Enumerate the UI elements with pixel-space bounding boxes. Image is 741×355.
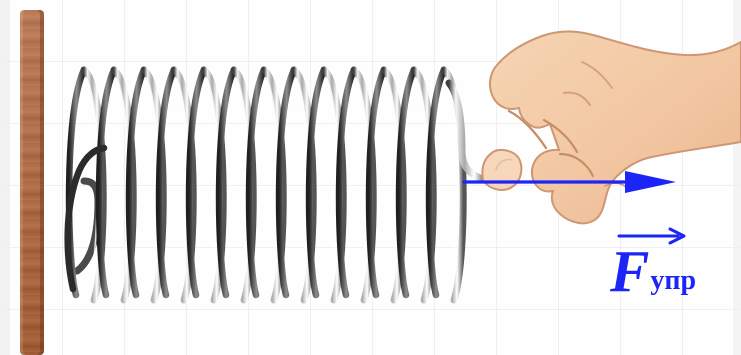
force-arrow [464,171,676,193]
force-symbol: F [610,242,649,301]
force-subscript: упр [650,267,696,295]
elastic-force-label: F упр [610,242,696,301]
